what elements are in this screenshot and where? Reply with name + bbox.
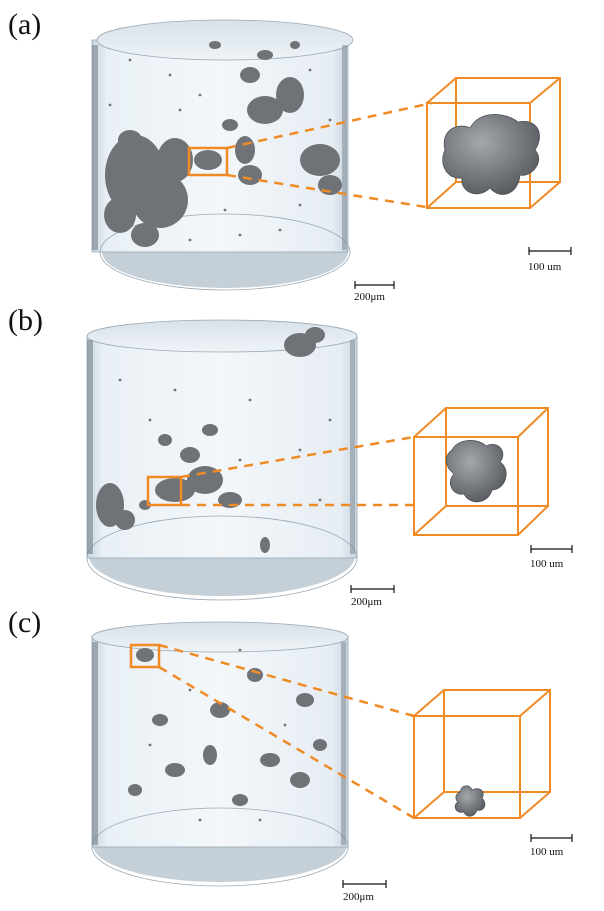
pore-cluster [128,648,327,822]
zoom-cube [413,407,549,536]
zoom-cube [413,689,551,819]
zoom-guide-line [226,173,433,210]
zoom-guide-line [158,643,415,718]
panel-label: (a) [8,8,41,41]
pore-cluster [104,41,342,247]
panel-c: (c) [8,606,573,903]
scale-label-zoom: 100 um [528,261,562,273]
zoom-guide-line [226,101,433,150]
pore-cluster [96,327,332,553]
region-of-interest-box [129,643,161,669]
scale-label-cylinder: 200μm [343,891,374,903]
zoom-guide-line [180,435,415,479]
zoomed-pore [442,114,540,195]
region-of-interest-box [146,475,183,507]
zoomed-pore [454,785,486,817]
scale-label-cylinder: 200μm [351,596,382,608]
sample-cylinder [86,319,358,601]
scale-label-zoom: 100 um [530,558,564,570]
panel-label: (c) [8,606,41,639]
zoom-guide-line [158,665,415,820]
region-of-interest-box [187,146,229,177]
zoomed-pore [445,440,507,503]
sample-cylinder [91,621,349,887]
panel-label: (b) [8,304,43,337]
panel-a: (a) [8,8,572,303]
panel-b: (b) [8,304,573,608]
scale-label-zoom: 100 um [530,846,564,858]
scale-label-cylinder: 200μm [354,291,385,303]
